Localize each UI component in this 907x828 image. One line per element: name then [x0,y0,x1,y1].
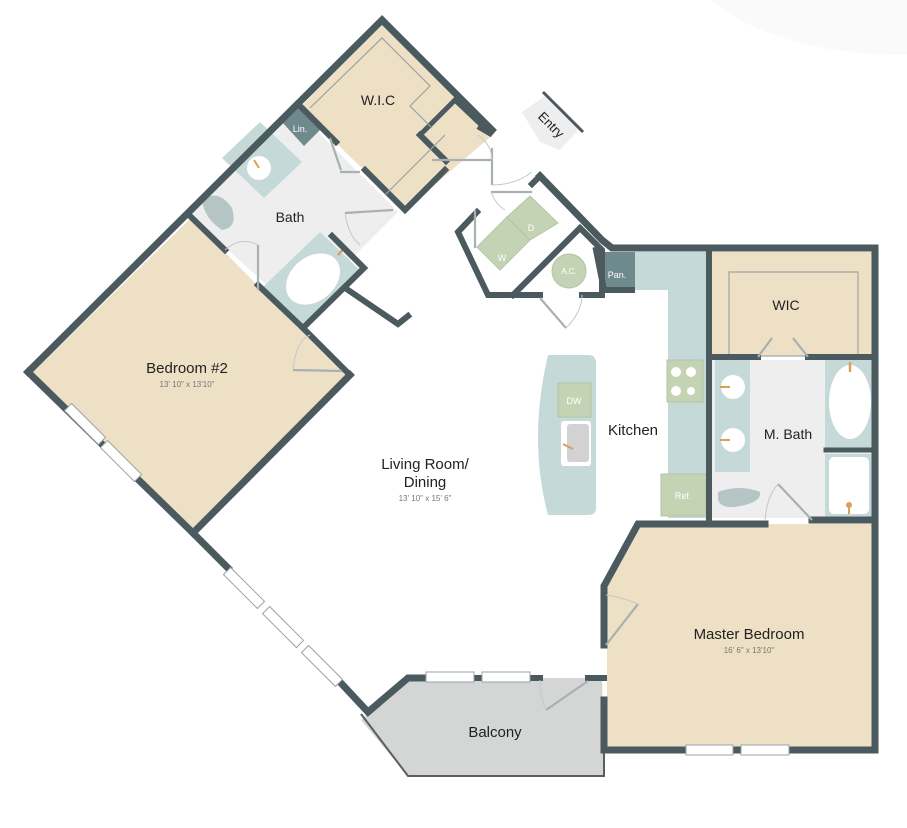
bath-toilet [202,195,234,230]
burner-icon [671,386,681,396]
bath-floor-main[interactable] [190,110,395,320]
wic-door[interactable] [328,137,343,171]
entry-threshold [541,90,585,134]
master-wic-door[interactable] [757,337,773,358]
living-room-name-line2: Dining [404,474,447,491]
pantry[interactable] [602,252,635,290]
stove[interactable] [666,359,704,403]
dishwasher-label: DW [567,396,582,406]
window [63,402,107,446]
bath-tub [286,253,340,305]
ac-door[interactable] [539,297,567,329]
window [425,671,475,683]
windows [63,402,790,756]
master-shower [829,457,869,514]
master-sink [721,375,745,399]
wic-shelf [384,134,446,196]
bedroom2-door[interactable] [292,368,343,373]
window [740,744,790,756]
dryer[interactable] [506,195,559,241]
pantry-label: Pan. [608,270,627,280]
window [685,744,734,756]
window [481,671,531,683]
kitchen-label: Kitchen [608,422,658,439]
island-faucet [562,443,574,450]
window [222,566,266,610]
master-bedroom-dims: 16' 6" x 13'10" [724,646,775,655]
ac-label: A.C. [561,267,577,276]
balcony-door[interactable] [545,680,589,711]
window [300,644,344,688]
ac-unit[interactable] [551,253,587,289]
bedroom-2-dims: 13' 10" x 13'10" [160,380,215,389]
burner-icon [671,367,681,377]
master-toilet [718,488,761,508]
doors [224,134,813,711]
washer-label: W [498,253,507,263]
window [99,439,143,483]
bath-hall-door[interactable] [344,208,394,215]
master-bedroom-door[interactable] [605,603,639,646]
linen-label: Lin. [293,124,308,134]
dryer-label: D [528,223,535,233]
refrigerator-label: Ref. [675,491,692,501]
background-blob [710,0,907,55]
master-wic-label: WIC [772,297,799,313]
bedroom-2-name: Bedroom #2 [146,360,228,377]
master-sink [721,428,745,452]
bath-faucet [253,159,260,169]
wic-shelf [309,37,433,129]
dishwasher[interactable] [557,382,592,418]
master-wic-shelf [728,271,859,357]
bath-label: Bath [276,209,305,225]
kitchen-counter [602,252,706,518]
wic-label: W.I.C [361,92,395,108]
master-bath-door[interactable] [777,483,813,521]
balcony-label: Balcony [468,724,522,741]
entry-mat[interactable] [522,96,578,150]
master-bath-label: M. Bath [764,426,812,442]
living-room-name: Living Room/ [381,456,469,473]
burner-icon [686,367,696,377]
master-bedroom-name: Master Bedroom [694,626,805,643]
refrigerator[interactable] [660,473,707,517]
walls [23,15,879,754]
master-bedroom-floor[interactable] [607,524,875,748]
master-tub [829,365,871,439]
linen-closet[interactable] [282,106,322,146]
master-wic-door[interactable] [792,337,809,358]
living-room-dims: 13' 10" x 15' 6" [399,494,452,503]
burner-icon [687,387,695,395]
window [261,605,305,649]
island-sink [567,424,589,462]
